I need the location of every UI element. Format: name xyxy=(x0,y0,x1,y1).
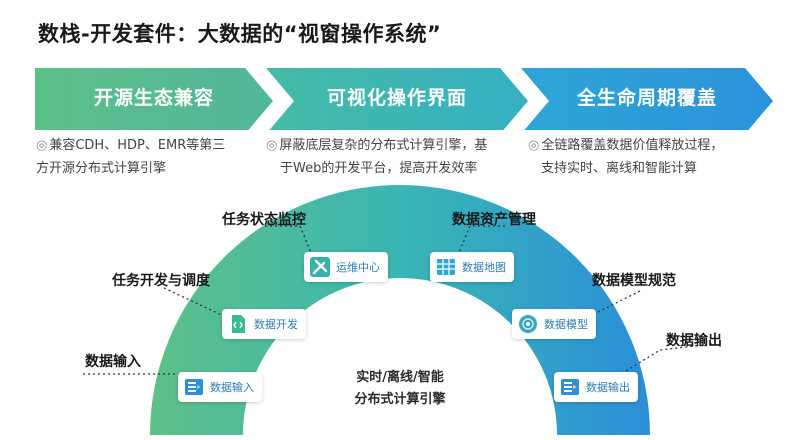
core-engine: 实时/离线/智能 分布式计算引擎 xyxy=(354,370,446,407)
chevron-label-visual-ui: 可视化操作界面 xyxy=(326,87,467,109)
module-ops-center[interactable]: 运维中心 xyxy=(304,252,388,282)
module-data-dev[interactable]: 数据开发 xyxy=(222,309,306,339)
bullet-icon: ◎ xyxy=(528,138,540,153)
leader-model xyxy=(577,290,641,323)
chevron-3 xyxy=(521,68,773,130)
leader-output xyxy=(617,343,713,377)
arch-band xyxy=(150,185,650,435)
leader-monitor xyxy=(265,225,316,263)
callout-task-monitor: 任务状态监控 xyxy=(222,212,306,228)
callout-task-dev: 任务开发与调度 xyxy=(112,273,210,289)
chevron-label-lifecycle: 全生命周期覆盖 xyxy=(576,87,717,109)
feature-chevrons xyxy=(35,68,773,130)
module-data-map[interactable]: 数据地图 xyxy=(430,252,514,282)
leader-asset xyxy=(454,225,505,263)
tools-icon xyxy=(310,257,330,277)
model-icon xyxy=(519,315,537,333)
bullet-icon: ◎ xyxy=(266,138,278,153)
bullet-icon: ◎ xyxy=(36,138,48,153)
callout-data-input: 数据输入 xyxy=(85,354,141,370)
description-lifecycle: ◎全链路覆盖数据价值释放过程， 支持实时、离线和智能计算 xyxy=(528,138,724,176)
chevron-1 xyxy=(35,68,273,130)
callout-data-output: 数据输出 xyxy=(666,333,722,349)
description-visual-ui: ◎屏蔽底层复杂的分布式计算引擎，基 于Web的开发平台，提高开发效率 xyxy=(266,138,488,176)
table-map-icon xyxy=(437,259,455,275)
chevron-label-open-source: 开源生态兼容 xyxy=(93,87,214,109)
callout-model-spec: 数据模型规范 xyxy=(592,273,676,289)
description-open-source: ◎兼容CDH、HDP、EMR等第三 方开源分布式计算引擎 xyxy=(36,138,226,176)
module-data-output[interactable]: 数据输出 xyxy=(554,372,638,402)
data-output-icon xyxy=(561,379,579,395)
chevron-2 xyxy=(266,68,528,130)
page-title: 数栈-开发套件：大数据的“视窗操作系统” xyxy=(38,22,442,46)
module-data-model[interactable]: 数据模型 xyxy=(512,309,596,339)
callout-asset-mgmt: 数据资产管理 xyxy=(452,212,536,228)
leader-dev xyxy=(163,287,229,319)
module-data-input[interactable]: 数据输入 xyxy=(178,372,262,402)
data-input-icon xyxy=(185,379,203,395)
code-file-icon xyxy=(232,315,245,333)
